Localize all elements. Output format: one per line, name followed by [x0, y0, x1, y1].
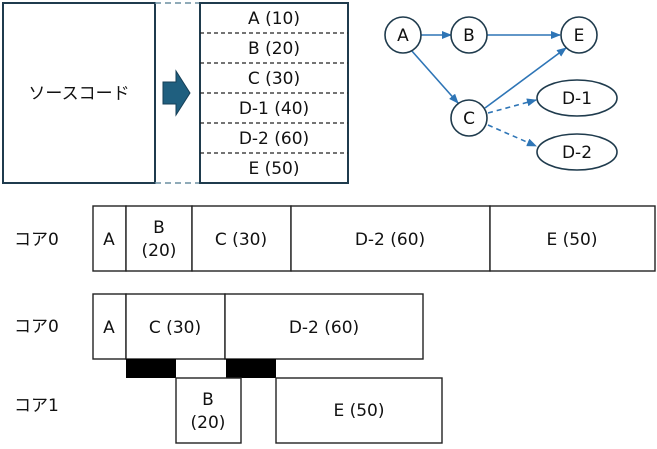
- core0-task-a: A: [92, 293, 127, 360]
- svg-text:D-1: D-1: [562, 89, 592, 109]
- svg-text:E (50): E (50): [546, 230, 597, 250]
- edge-c-d2: [487, 124, 537, 147]
- svg-text:A: A: [103, 230, 115, 250]
- svg-text:E: E: [574, 26, 585, 46]
- task-list-item: D-1 (40): [239, 99, 309, 119]
- sync-bar: [126, 359, 176, 378]
- edge-c-d1: [487, 98, 537, 114]
- node-d1: D-1: [536, 79, 618, 117]
- source-code-box: ソースコード: [2, 2, 156, 184]
- node-a: A: [384, 16, 422, 54]
- core1-task-e: E (50): [275, 377, 443, 444]
- svg-text:D-2 (60): D-2 (60): [289, 318, 359, 338]
- node-b: B: [450, 16, 488, 54]
- right-arrow-icon: [162, 69, 191, 117]
- source-code-label: ソースコード: [28, 84, 129, 104]
- task-list-item: E (50): [248, 159, 299, 179]
- svg-text:B: B: [202, 390, 214, 410]
- dependency-graph: A B E C D-1 D-2: [384, 16, 618, 171]
- svg-text:C (30): C (30): [149, 318, 201, 338]
- svg-text:B: B: [153, 218, 165, 238]
- node-d2: D-2: [536, 133, 618, 171]
- svg-text:C: C: [463, 109, 475, 129]
- core0-task-c: C (30): [125, 293, 226, 360]
- task-block-e: E (50): [489, 205, 656, 272]
- task-block-b: B (20): [125, 205, 193, 272]
- core0-label: コア0: [14, 317, 59, 337]
- task-block-c: C (30): [191, 205, 292, 272]
- svg-text:A: A: [397, 26, 409, 46]
- svg-text:(20): (20): [142, 241, 177, 261]
- task-list-item: C (30): [248, 69, 300, 89]
- timeline-two-cores: コア0 コア1 A C (30) D-2 (60) B (20) E (50): [14, 293, 443, 444]
- core0-task-d2: D-2 (60): [224, 293, 424, 360]
- task-list-item: D-2 (60): [239, 129, 309, 149]
- core1-label: コア1: [14, 396, 59, 416]
- task-block-a: A: [92, 205, 127, 272]
- task-list-item: A (10): [248, 9, 300, 29]
- edge-a-c: [410, 49, 459, 104]
- svg-text:C (30): C (30): [215, 230, 267, 250]
- task-list: A (10) B (20) C (30) D-1 (40) D-2 (60) E…: [199, 2, 349, 184]
- svg-text:E (50): E (50): [333, 401, 384, 421]
- svg-text:D-2: D-2: [562, 143, 592, 163]
- task-list-item: B (20): [248, 39, 300, 59]
- svg-text:D-2 (60): D-2 (60): [355, 230, 425, 250]
- core-label: コア0: [14, 230, 59, 250]
- node-c: C: [450, 99, 488, 137]
- node-e: E: [560, 16, 598, 54]
- timeline-single-core: コア0 A B (20) C (30) D-2 (60) E (50): [14, 205, 656, 272]
- svg-text:A: A: [103, 318, 115, 338]
- core1-task-b: B (20): [175, 377, 242, 444]
- sync-bar: [226, 359, 276, 378]
- svg-text:B: B: [463, 26, 475, 46]
- edge-c-e: [484, 47, 567, 109]
- svg-text:(20): (20): [191, 413, 226, 433]
- task-block-d2: D-2 (60): [290, 205, 491, 272]
